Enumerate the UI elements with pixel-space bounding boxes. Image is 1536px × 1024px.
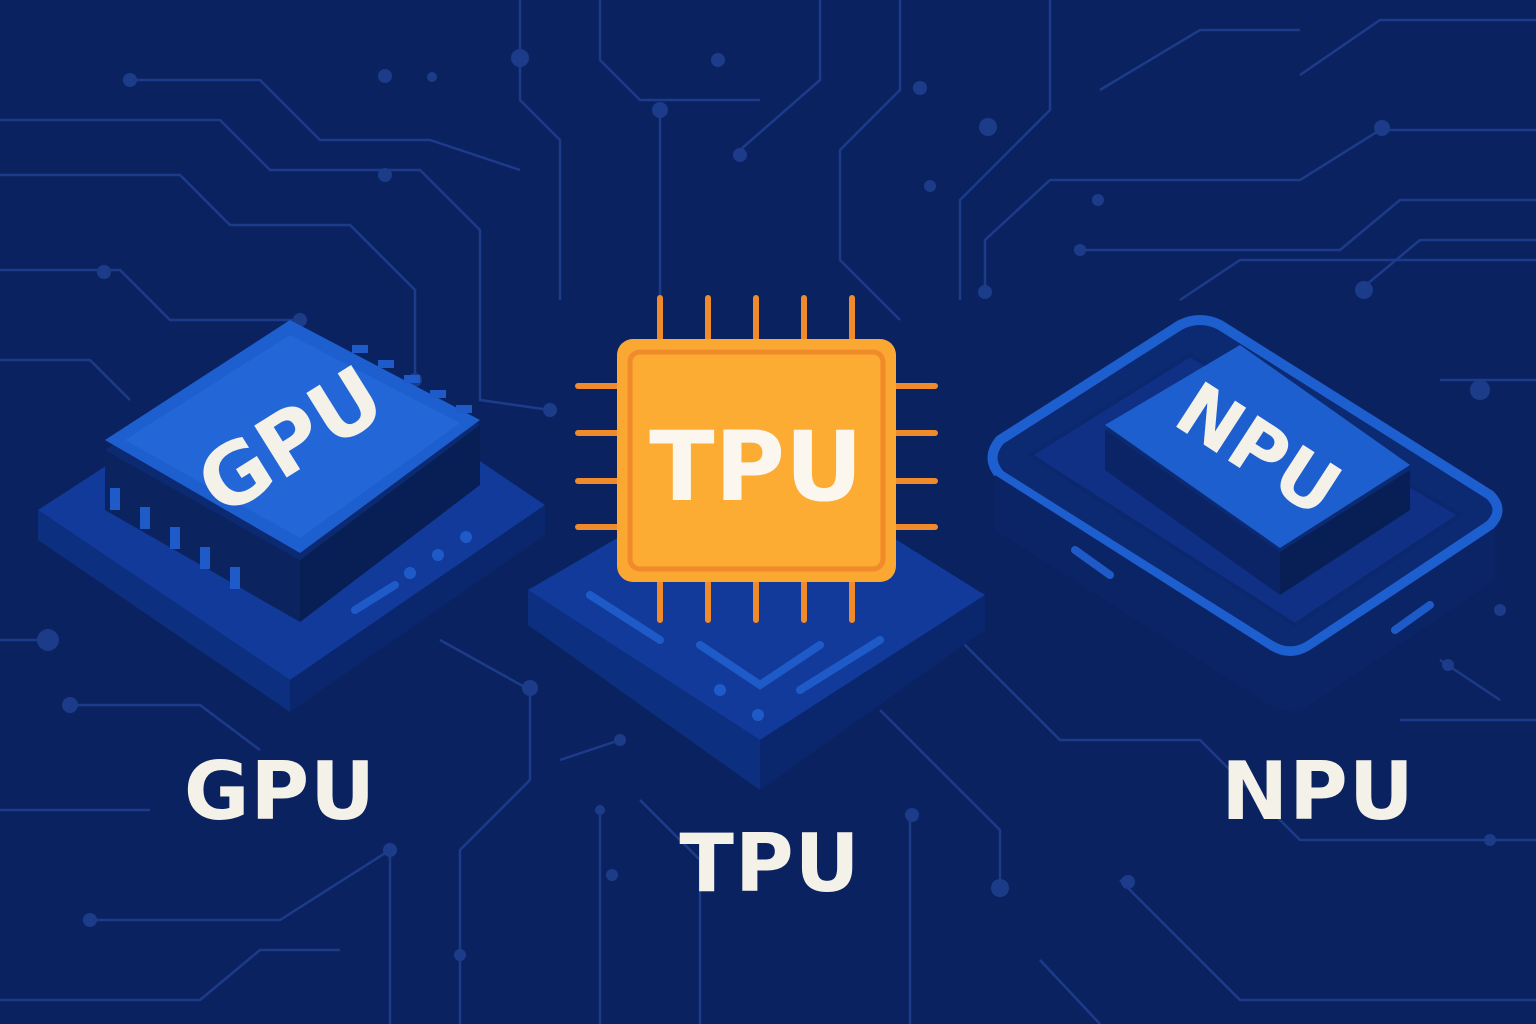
- tpu-chip: TPU: [528, 295, 985, 790]
- npu-caption: NPU: [1221, 745, 1415, 838]
- gpu-chip: GPU: [38, 320, 545, 712]
- npu-chip: NPU: [987, 315, 1503, 712]
- tpu-chip-label: TPU: [649, 411, 863, 523]
- circuit-nodes: [37, 49, 1506, 961]
- tpu-caption: TPU: [679, 817, 861, 910]
- gpu-caption: GPU: [183, 745, 377, 838]
